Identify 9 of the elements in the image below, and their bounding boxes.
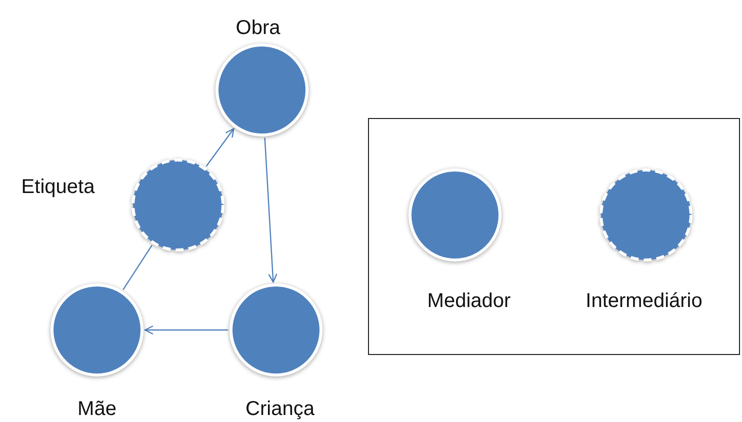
node-label: Criança	[246, 399, 314, 419]
node-label: Mãe	[78, 399, 116, 419]
node-label: Etiqueta	[21, 177, 95, 197]
arrow	[264, 138, 278, 283]
legend-label: Mediador	[427, 291, 511, 311]
arrow	[144, 325, 228, 335]
legend-label: Intermediário	[586, 291, 702, 311]
node-label: Obra	[236, 18, 280, 38]
arrow	[206, 128, 234, 167]
